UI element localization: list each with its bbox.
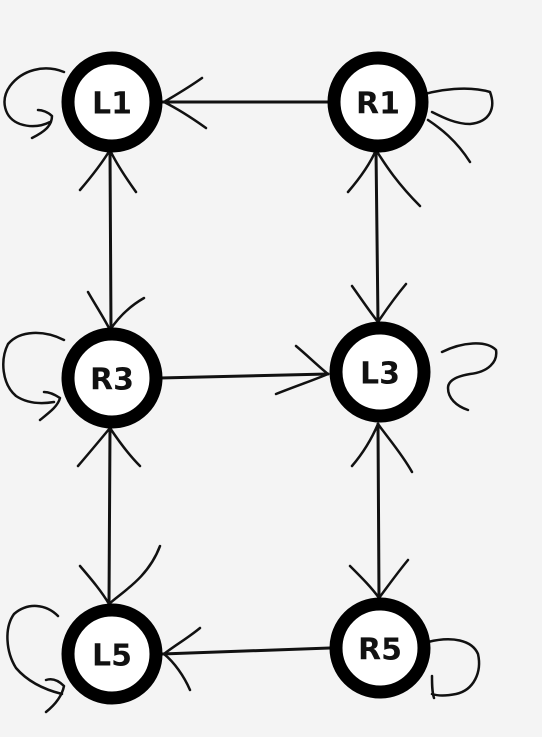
node-r1: R1 xyxy=(327,51,429,153)
arrowhead-at-l5-top xyxy=(78,544,162,606)
node-label-r3: R3 xyxy=(90,363,134,398)
self-loop-r3 xyxy=(2,331,66,422)
node-label-l3: L3 xyxy=(360,357,400,392)
arrowhead-at-l1-bottom xyxy=(78,148,138,194)
node-r5: R5 xyxy=(329,597,431,699)
edge-l1-r3 xyxy=(78,148,146,332)
self-loops xyxy=(2,67,498,714)
arrowhead-at-l3-left xyxy=(274,344,330,396)
node-l1: L1 xyxy=(61,51,163,153)
node-label-r5: R5 xyxy=(358,633,402,668)
nodes: L1 R1 R3 L3 L5 R5 xyxy=(61,51,431,705)
node-label-r1: R1 xyxy=(356,87,400,122)
self-loop-l3 xyxy=(440,342,498,412)
edge-l3-r5 xyxy=(348,422,414,600)
self-loop-l1 xyxy=(3,67,66,140)
node-l3: L3 xyxy=(329,321,431,423)
arrowhead-at-l5-right xyxy=(162,626,202,692)
edge-r3-l5 xyxy=(76,426,162,606)
arrowhead-at-r1-bottom xyxy=(346,148,422,208)
node-l5: L5 xyxy=(61,603,163,705)
edge-r3-to-l3 xyxy=(158,344,330,396)
self-loop-r5 xyxy=(426,638,481,700)
node-r3: R3 xyxy=(61,327,163,429)
self-loop-l5 xyxy=(6,604,66,714)
arrowhead-at-r3-top xyxy=(86,290,146,332)
node-label-l5: L5 xyxy=(92,639,132,674)
arrowhead-at-l3-bottom xyxy=(350,422,414,474)
node-label-l1: L1 xyxy=(92,87,132,122)
arrowhead-at-l1 xyxy=(162,76,208,130)
edge-r1-l3 xyxy=(346,148,422,324)
edge-r1-to-l1 xyxy=(160,76,332,130)
self-loop-r1 xyxy=(410,87,494,164)
edge-r5-to-l5 xyxy=(160,626,332,692)
